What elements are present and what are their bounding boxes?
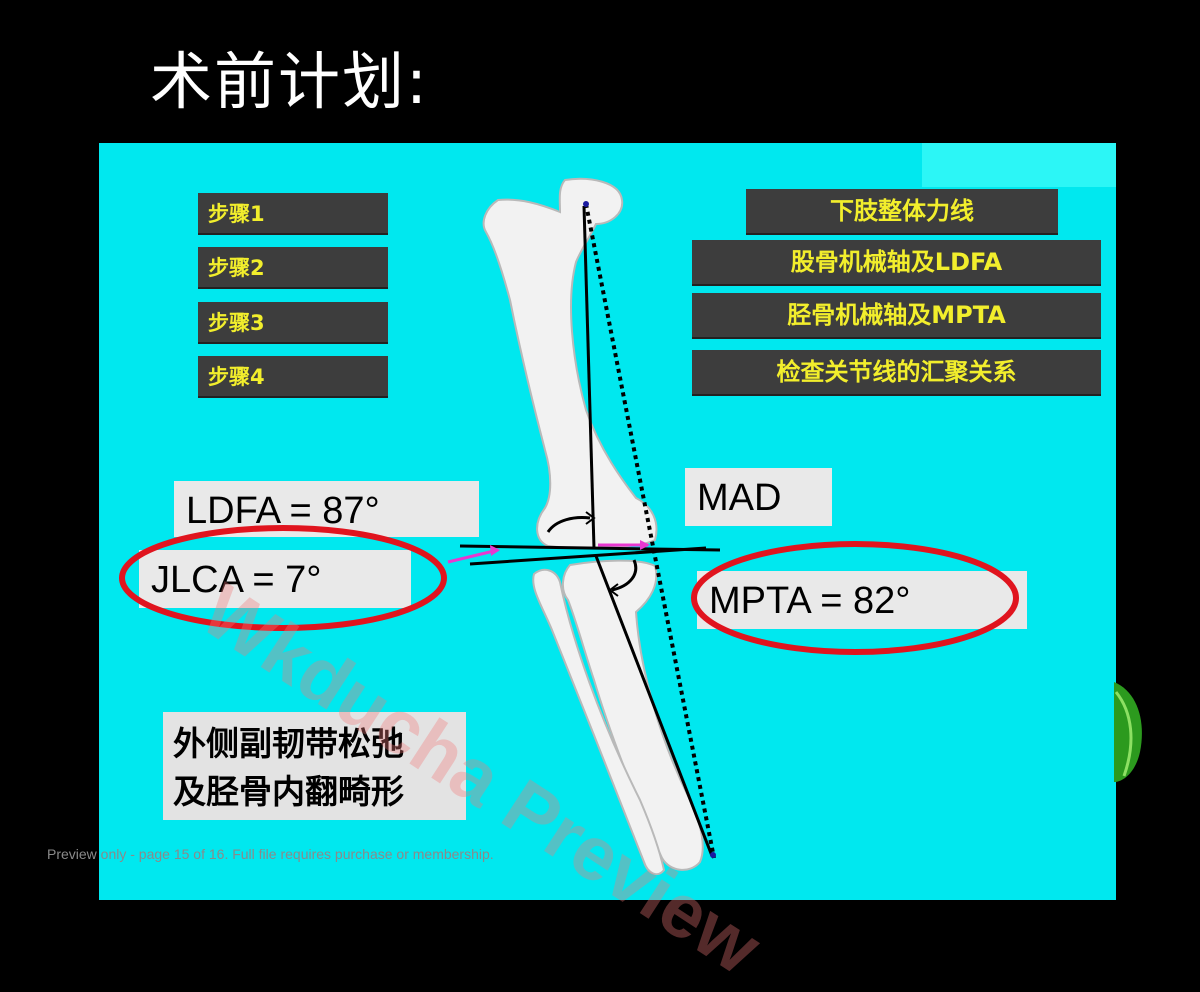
ldfa-arrow-icon [585,511,596,525]
tibial-mechanical-axis [594,555,714,857]
hip-center-marker [583,201,589,207]
mpta-label: MPTA = 82° [697,571,1027,629]
mpta-arrow-icon [608,583,619,597]
preview-footer-text: Preview only - page 15 of 16. Full file … [47,846,494,862]
femoral-mechanical-axis [582,205,596,549]
leaf-decoration-icon [1114,682,1142,782]
diagnosis-note: 外侧副韧带松弛 及胫骨内翻畸形 [163,712,466,820]
step-3-description: 胫骨机械轴及MPTA [692,293,1101,339]
mad-arrowhead-icon [640,540,650,550]
step-2-label: 步骤2 [198,247,388,289]
ldfa-label: LDFA = 87° [174,481,479,537]
mpta-highlight-ring [691,541,1019,655]
jlca-pointer-arrow [447,548,499,564]
fibula-bone [532,568,666,876]
whole-limb-axis [584,203,716,859]
tibial-joint-line [469,546,707,566]
leg-alignment-diagram [447,177,721,876]
board-corner-tab [922,143,1116,187]
slide-title: 术前计划: [150,45,429,118]
tibia-bone [562,559,704,871]
step-4-label: 步骤4 [198,356,388,398]
ldfa-angle-arc [546,516,591,533]
step-1-label: 步骤1 [198,193,388,235]
jlca-arrowhead-icon [490,545,500,556]
step-1-description: 下肢整体力线 [746,189,1058,235]
highlight-rings [119,525,1019,655]
step-4-description: 检查关节线的汇聚关系 [692,350,1101,396]
step-2-description: 股骨机械轴及LDFA [692,240,1101,286]
mad-label: MAD [685,468,832,526]
mpta-angle-arc [611,559,638,592]
ankle-center-marker [710,852,716,858]
jlca-highlight-ring [119,525,447,631]
jlca-label: JLCA = 7° [139,550,411,608]
step-3-label: 步骤3 [198,302,388,344]
